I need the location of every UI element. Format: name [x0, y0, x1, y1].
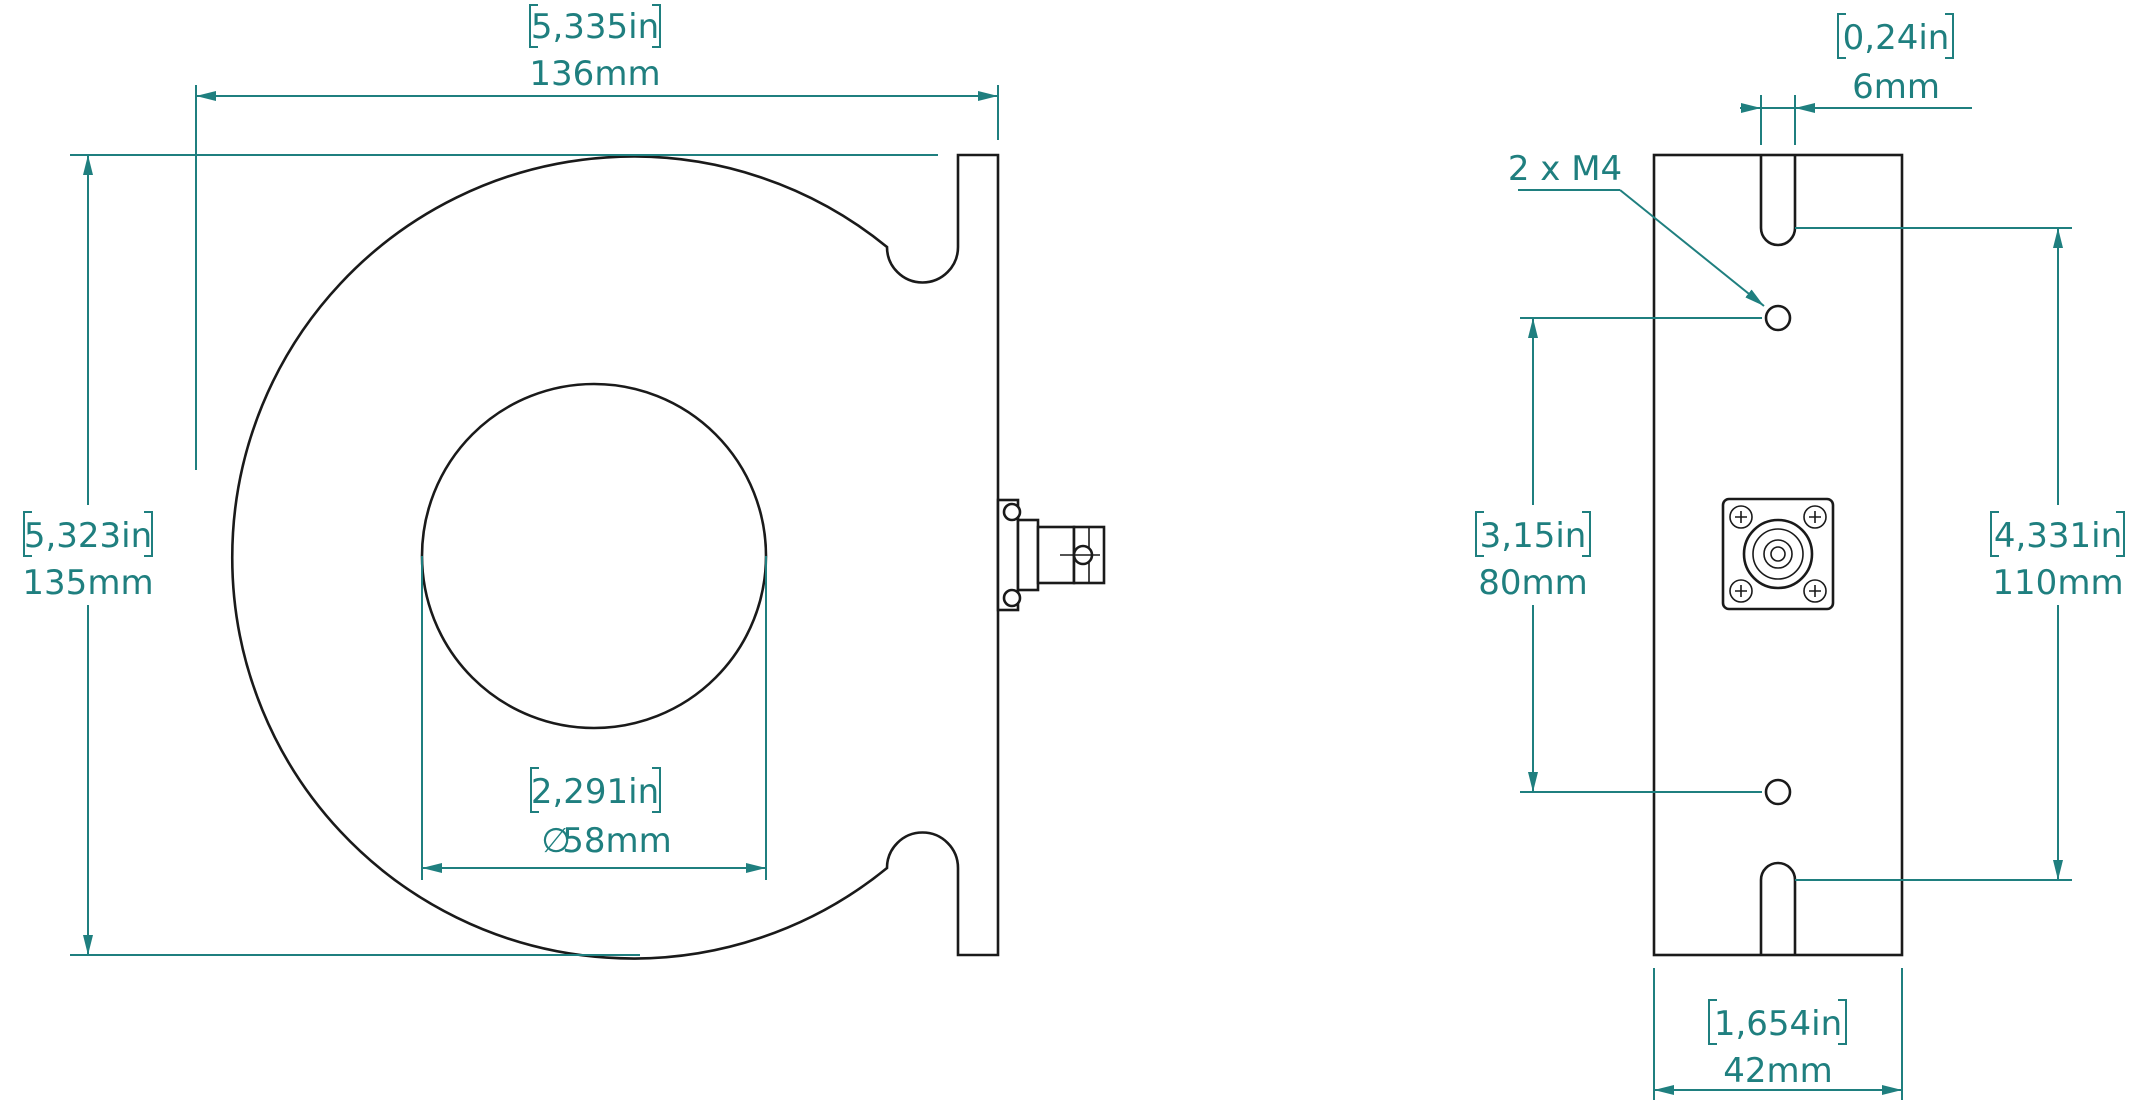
side-body-outline	[1652, 153, 1904, 957]
m4-hole-bottom	[1764, 778, 1792, 806]
front-height-inch: 5,323in	[24, 516, 152, 556]
m4-hole-top	[1764, 304, 1792, 332]
front-body-outline	[231, 153, 1000, 960]
slot-spacing-inch: 4,331in	[1994, 516, 2122, 556]
aperture-inch: 2,291in	[531, 772, 659, 812]
aperture-circle	[420, 382, 768, 730]
slot-width-inch: 0,24in	[1843, 18, 1950, 58]
slot-width-mm: 6mm	[1852, 67, 1940, 107]
dim-front-height: 5,323in 135mm	[22, 154, 938, 956]
bottom-slot	[1759, 861, 1797, 955]
dim-aperture: 2,291in ∅ 58mm	[421, 556, 767, 880]
callout-m4: 2 x M4	[1508, 149, 1765, 307]
hole-spacing-mm: 80mm	[1478, 563, 1588, 603]
side-view: 0,24in 6mm 2 x M4 3,15in 80mm 4,331in	[1475, 13, 2125, 1100]
slot-spacing-mm: 110mm	[1992, 563, 2123, 603]
dim-depth: 1,654in 42mm	[1653, 968, 1903, 1100]
depth-inch: 1,654in	[1714, 1004, 1842, 1044]
aperture-symbol: ∅	[541, 821, 571, 861]
top-slot	[1759, 155, 1797, 247]
dim-slot-width: 0,24in 6mm	[1740, 13, 1972, 145]
front-width-mm: 136mm	[529, 54, 660, 94]
bnc-connector-side	[996, 498, 1106, 612]
m4-callout-label: 2 x M4	[1508, 149, 1622, 189]
hole-spacing-inch: 3,15in	[1480, 516, 1587, 556]
depth-mm: 42mm	[1723, 1051, 1833, 1091]
dim-front-width: 5,335in 136mm	[195, 4, 999, 470]
front-width-inch: 5,335in	[531, 7, 659, 47]
dim-slot-spacing: 4,331in 110mm	[1795, 227, 2125, 881]
front-height-mm: 135mm	[22, 563, 153, 603]
bnc-connector-front	[1721, 497, 1835, 611]
dim-hole-spacing: 3,15in 80mm	[1475, 317, 1762, 793]
aperture-mm: 58mm	[562, 821, 672, 861]
front-view: 5,335in 136mm 5,323in 135mm 2,291in ∅ 58…	[22, 4, 1106, 960]
